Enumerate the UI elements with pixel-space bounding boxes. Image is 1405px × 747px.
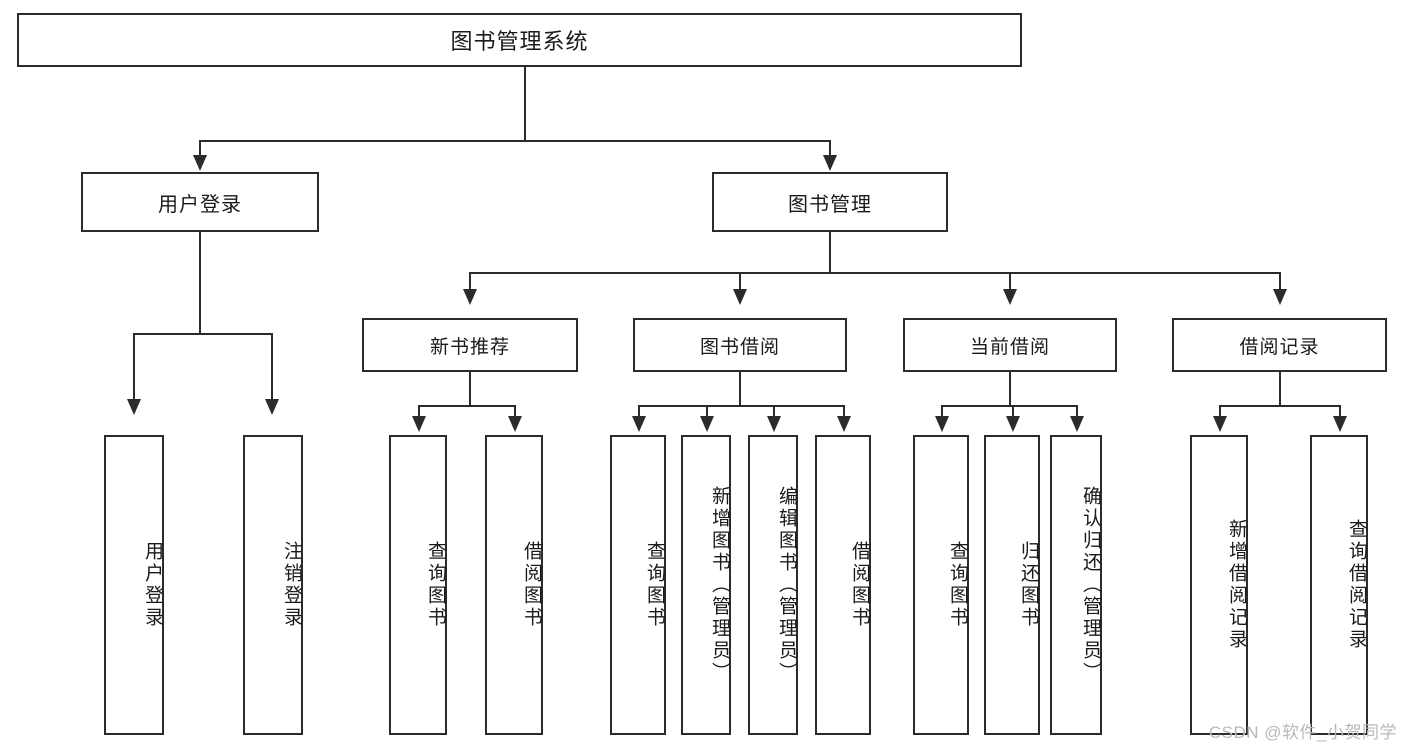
arrow-to-leaf-query-book-c (935, 416, 949, 432)
connector-userlogin-stem (199, 232, 201, 334)
node-label: 用户登录 (142, 541, 163, 629)
node-label: 借阅图书 (849, 541, 870, 629)
connector-bookborrow-drop-4 (843, 405, 845, 418)
node-label: 新增借阅记录 (1226, 519, 1247, 651)
connector-userlogin-bus (133, 333, 273, 335)
connector-borrowrecord-bus (1219, 405, 1340, 407)
arrow-to-leaf-logout-login (265, 399, 279, 415)
arrow-to-leaf-query-record (1333, 416, 1347, 432)
node-label: 新书推荐 (429, 336, 510, 358)
connector-newbook-bus (418, 405, 514, 407)
arrow-to-leaf-query-book-b (632, 416, 646, 432)
node-label: 查询图书 (947, 541, 968, 629)
arrow-to-leaf-borrow-book-b (837, 416, 851, 432)
arrow-to-leaf-borrow-book-a (508, 416, 522, 432)
node-label: 新增图书（管理员） (709, 486, 730, 684)
leaf-node[interactable]: 借阅图书 (815, 435, 871, 735)
node-borrow-record[interactable]: 借阅记录 (1172, 318, 1387, 372)
connector-currentborrow-drop-2 (1012, 405, 1014, 418)
node-label: 图书借阅 (699, 336, 780, 358)
node-label: 编辑图书（管理员） (776, 486, 797, 684)
connector-currentborrow-bus (941, 405, 1076, 407)
leaf-node[interactable]: 借阅图书 (485, 435, 543, 735)
node-label: 查询借阅记录 (1346, 519, 1367, 651)
arrow-to-leaf-edit-book (767, 416, 781, 432)
connector-currentborrow-drop-3 (1076, 405, 1078, 418)
connector-bookmgmt-stem (829, 232, 831, 273)
connector-currentborrow-drop-1 (941, 405, 943, 418)
node-label: 确认归还（管理员） (1080, 486, 1101, 684)
connector-bookmgmt-drop-1 (469, 272, 471, 291)
arrow-to-book-manage (823, 155, 837, 171)
node-label: 借阅图书 (521, 541, 542, 629)
node-label: 查询图书 (425, 541, 446, 629)
node-current-borrow[interactable]: 当前借阅 (903, 318, 1117, 372)
node-label: 查询图书 (644, 541, 665, 629)
connector-root-drop-left (199, 140, 201, 157)
connector-bookborrow-bus (638, 405, 843, 407)
node-book-borrow[interactable]: 图书借阅 (633, 318, 847, 372)
node-label: 归还图书 (1018, 541, 1039, 629)
leaf-node[interactable]: 新增图书（管理员） (681, 435, 731, 735)
arrow-to-current-borrow (1003, 289, 1017, 305)
connector-userlogin-drop-1 (133, 333, 135, 401)
leaf-node[interactable]: 确认归还（管理员） (1050, 435, 1102, 735)
arrow-to-leaf-user-login (127, 399, 141, 415)
arrow-to-book-borrow (733, 289, 747, 305)
connector-borrowrecord-drop-1 (1219, 405, 1221, 418)
connector-bookborrow-drop-2 (706, 405, 708, 418)
node-root-system[interactable]: 图书管理系统 (17, 13, 1022, 67)
node-user-login[interactable]: 用户登录 (81, 172, 319, 232)
node-new-book-recommend[interactable]: 新书推荐 (362, 318, 578, 372)
leaf-node[interactable]: 查询借阅记录 (1310, 435, 1368, 735)
node-label: 注销登录 (281, 541, 302, 629)
connector-borrowrecord-drop-2 (1339, 405, 1341, 418)
node-label: 当前借阅 (969, 336, 1050, 358)
leaf-node[interactable]: 查询图书 (389, 435, 447, 735)
leaf-node[interactable]: 查询图书 (610, 435, 666, 735)
connector-borrowrecord-stem (1279, 372, 1281, 406)
connector-currentborrow-stem (1009, 372, 1011, 406)
connector-bookmgmt-drop-2 (739, 272, 741, 291)
connector-root-stem (524, 67, 526, 141)
leaf-node[interactable]: 注销登录 (243, 435, 303, 735)
connector-root-drop-right (829, 140, 831, 157)
connector-bookborrow-drop-1 (638, 405, 640, 418)
connector-newbook-drop-1 (418, 405, 420, 418)
connector-newbook-stem (469, 372, 471, 406)
arrow-to-leaf-query-book-a (412, 416, 426, 432)
connector-bookmgmt-drop-3 (1009, 272, 1011, 291)
node-label: 图书管理 (788, 193, 872, 216)
arrow-to-leaf-add-record (1213, 416, 1227, 432)
leaf-node[interactable]: 新增借阅记录 (1190, 435, 1248, 735)
connector-newbook-drop-2 (514, 405, 516, 418)
node-label: 图书管理系统 (450, 29, 589, 54)
connector-bookmgmt-bus (469, 272, 1280, 274)
arrow-to-new-book-rec (463, 289, 477, 305)
arrow-to-leaf-return-book (1006, 416, 1020, 432)
connector-root-bus (199, 140, 831, 142)
leaf-node[interactable]: 编辑图书（管理员） (748, 435, 798, 735)
node-book-management[interactable]: 图书管理 (712, 172, 948, 232)
arrow-to-leaf-confirm-return (1070, 416, 1084, 432)
connector-bookborrow-stem (739, 372, 741, 406)
arrow-to-user-login (193, 155, 207, 171)
node-label: 用户登录 (158, 193, 242, 216)
arrow-to-leaf-add-book (700, 416, 714, 432)
leaf-node[interactable]: 查询图书 (913, 435, 969, 735)
connector-bookborrow-drop-3 (773, 405, 775, 418)
connector-bookmgmt-drop-4 (1279, 272, 1281, 291)
arrow-to-borrow-record (1273, 289, 1287, 305)
connector-userlogin-drop-2 (271, 333, 273, 401)
leaf-node[interactable]: 归还图书 (984, 435, 1040, 735)
leaf-node[interactable]: 用户登录 (104, 435, 164, 735)
node-label: 借阅记录 (1239, 336, 1320, 358)
